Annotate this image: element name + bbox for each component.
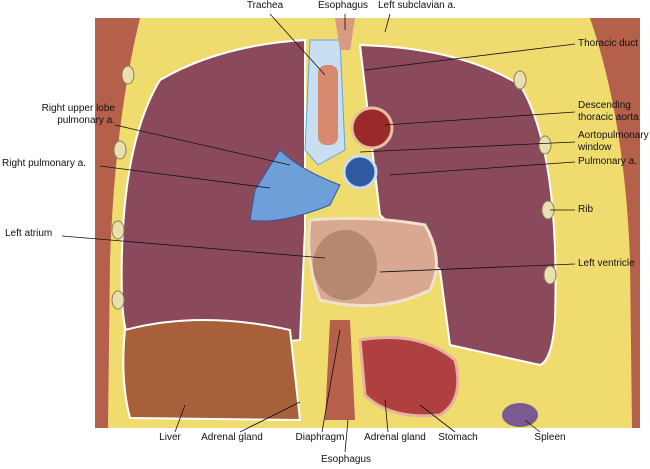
label-line: pulmonary a.	[57, 115, 115, 126]
spleen-shape	[502, 403, 538, 427]
label-left-ventricle: Left ventricle	[578, 258, 635, 269]
esophagus-shape	[335, 18, 355, 50]
leader-lines	[61, 13, 576, 453]
left-lung	[358, 43, 557, 367]
label-stomach: Stomach	[438, 432, 478, 443]
label-trachea: Trachea	[246, 0, 284, 11]
label-line: window	[578, 142, 612, 153]
label-liver: Liver	[159, 432, 181, 443]
diaphragm-shape	[325, 320, 355, 420]
descending-aorta-shape	[350, 106, 394, 150]
label-right-pulmonary-a: Right pulmonary a.	[2, 158, 86, 169]
label-pulmonary-a: Pulmonary a.	[578, 156, 637, 167]
label-line: Aortopulmonary	[578, 130, 649, 141]
label-rib: Rib	[578, 204, 594, 215]
left-atrium-shape	[313, 230, 377, 300]
label-left-atrium: Left atrium	[5, 228, 53, 239]
pulmonary-artery-shape	[342, 154, 378, 190]
right-pulmonary-artery-shape	[249, 149, 341, 222]
label-esophagus-top: Esophagus	[317, 0, 369, 11]
liver-shape	[122, 319, 302, 422]
label-adrenal-right: Adrenal gland	[201, 432, 263, 443]
label-spleen: Spleen	[534, 432, 566, 443]
label-left-subclavian: Left subclavian a.	[378, 0, 456, 11]
right-chest-wall-muscle	[95, 18, 140, 428]
label-line: Descending	[578, 100, 631, 111]
label-adrenal-left: Adrenal gland	[364, 432, 426, 443]
stomach-shape	[358, 336, 460, 418]
trachea-rings	[318, 65, 338, 145]
label-diaphragm: Diaphragm	[295, 432, 345, 443]
label-esophagus-bottom: Esophagus	[320, 454, 372, 465]
left-chest-wall-muscle	[590, 18, 640, 428]
ribs	[111, 65, 557, 310]
label-line: thoracic aorta	[578, 112, 639, 123]
label-line: Right upper lobe	[41, 103, 115, 114]
label-thoracic-duct: Thoracic duct	[578, 38, 639, 49]
